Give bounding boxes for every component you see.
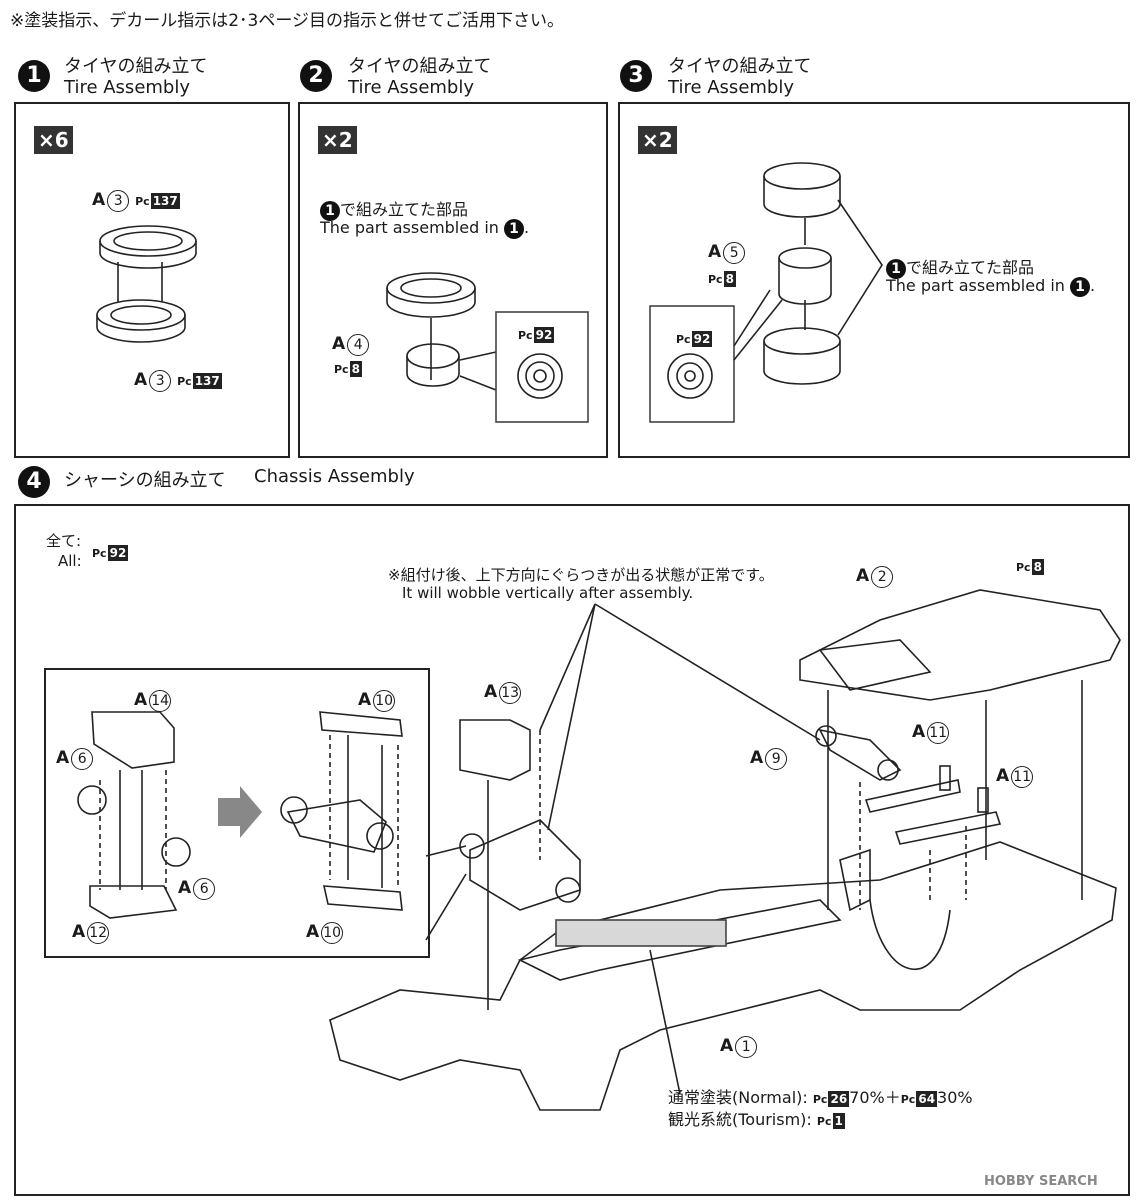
step-4-title-jp: シャーシの組み立て [64,470,226,491]
wobble-note-jp: ※組付け後、上下方向にぐらつきが出る状態が正常です。 [388,566,774,584]
panel-2-ref-en: The part assembled in 1. [320,218,530,239]
step-1-title-en: Tire Assembly [64,77,190,98]
panel-step-3 [618,102,1130,458]
step-number-2: 2 [300,60,332,92]
wobble-note-en: It will wobble vertically after assembly… [402,584,694,602]
step-4-title-en: Chassis Assembly [254,466,415,487]
multiplier-badge-2: ×2 [318,126,357,154]
top-note: ※塗装指示、デカール指示は2･3ページ目の指示と併せてご活用下さい。 [10,11,565,31]
step-number-3: 3 [620,60,652,92]
panel-3-ref-en: The part assembled in 1. [886,276,1096,297]
tire-top-1 [99,225,197,269]
panel-step-2 [298,102,608,458]
multiplier-badge-3: ×2 [638,126,677,154]
step-3-title-jp: タイヤの組み立て [668,56,812,77]
tire-bottom-1 [96,299,186,343]
wheel-panel-2 [406,343,460,387]
all-label-en: All: [58,552,82,570]
multiplier-badge-1: ×6 [34,126,73,154]
hub-3 [778,247,832,305]
step-2-title-jp: タイヤの組み立て [348,56,492,77]
all-label-jp: 全て: [46,532,82,550]
step-1-title-jp: タイヤの組み立て [64,56,208,77]
tire-bottom-3 [763,327,841,385]
tire-panel-2 [386,272,476,318]
watermark: HOBBY SEARCH [984,1174,1098,1189]
panel-step-1 [14,102,290,458]
step-number-1: 1 [18,60,50,92]
step-number-4: 4 [18,466,50,498]
step-3-title-en: Tire Assembly [668,77,794,98]
tire-top-3 [763,162,841,218]
step-2-title-en: Tire Assembly [348,77,474,98]
